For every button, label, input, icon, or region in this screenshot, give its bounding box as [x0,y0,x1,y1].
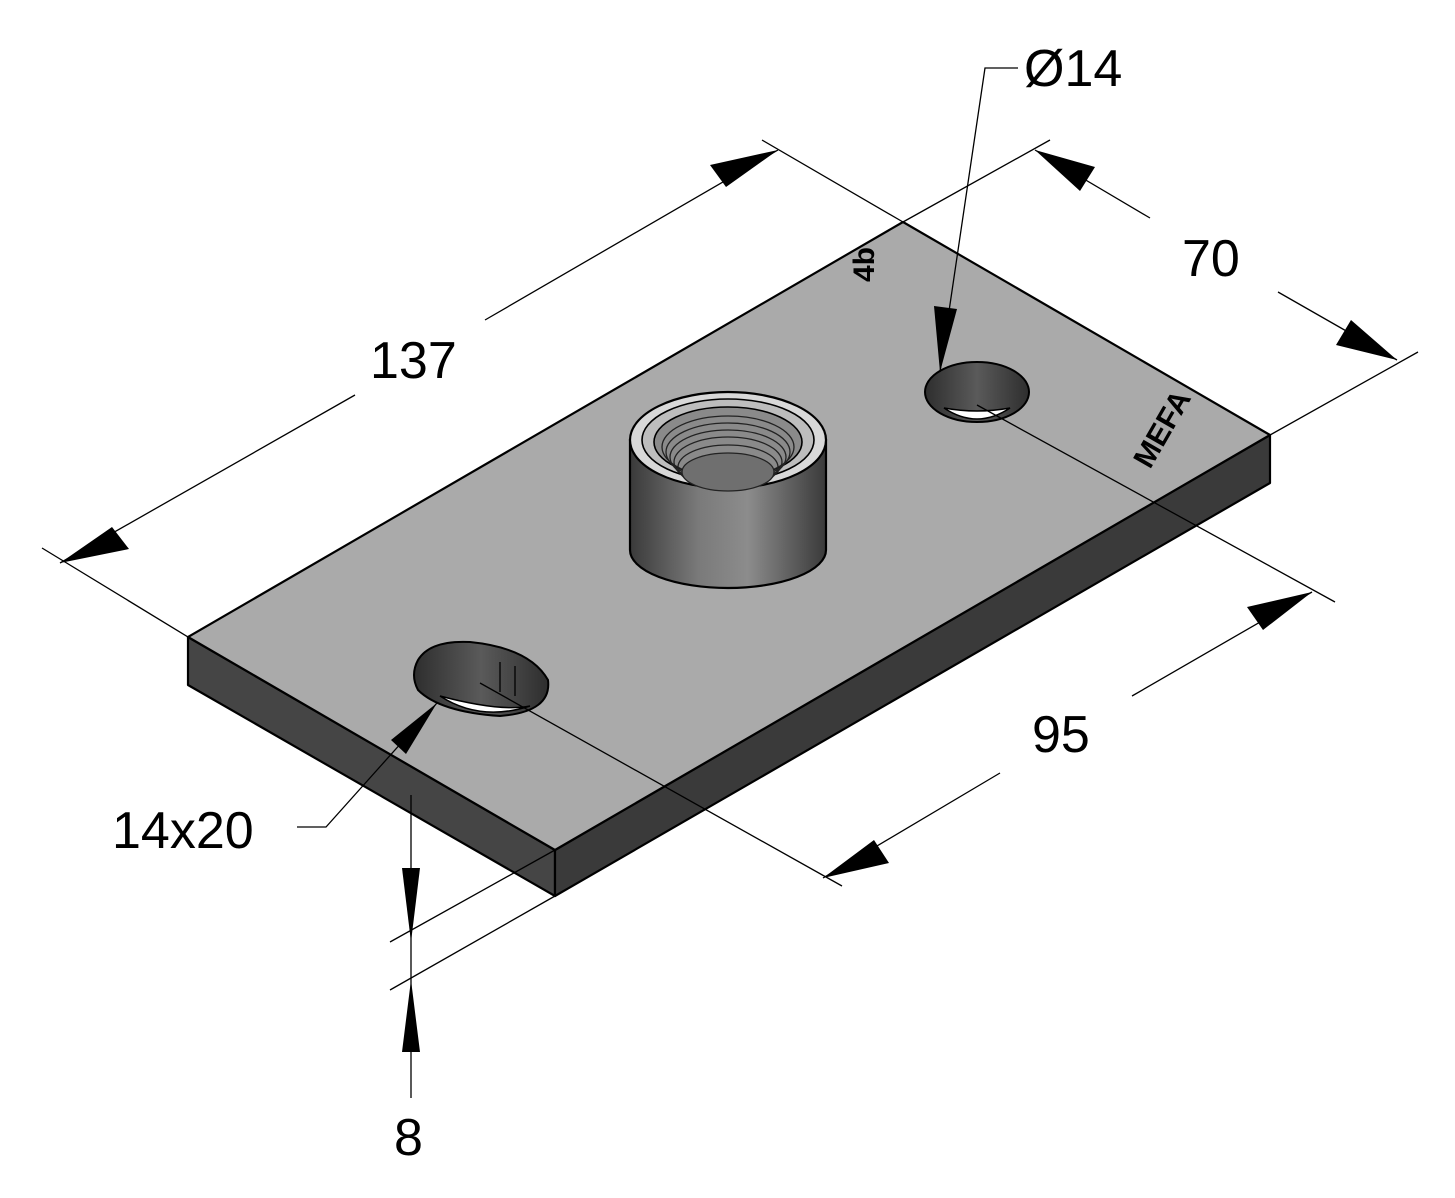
dimension-width-label: 70 [1182,230,1240,288]
slotted-hole [413,640,550,718]
leader-hole-diameter: Ø14 [934,40,1122,373]
dimension-thickness-label: 8 [394,1109,423,1167]
dimension-hole-spacing: 95 [479,404,1336,887]
dimension-length: 137 [41,139,904,638]
dimension-slot-size-label: 14x20 [112,802,254,860]
plate-code-marking: 4b [848,247,881,282]
dimension-width: 70 [902,139,1419,436]
dimension-hole-diameter-label: Ø14 [1024,40,1122,98]
dimension-thickness: 8 [389,795,556,1167]
dimension-length-label: 137 [370,332,457,390]
threaded-boss [628,390,828,590]
dimension-hole-spacing-label: 95 [1032,706,1090,764]
leader-slot-size: 14x20 [112,702,438,860]
round-hole [924,361,1030,423]
